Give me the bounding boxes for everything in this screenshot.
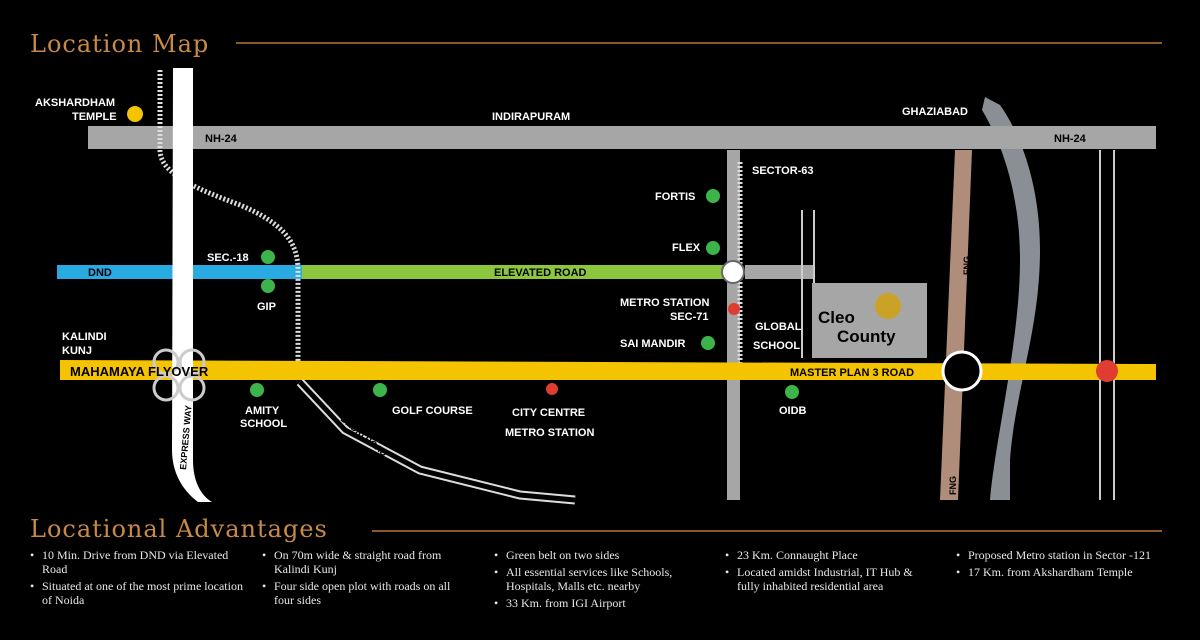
dadri-road-label: DADRI ROAD: [339, 414, 390, 459]
global-label-b: SCHOOL: [753, 340, 800, 352]
master-plan-label: MASTER PLAN 3 ROAD: [790, 367, 914, 379]
sec18-label: SEC.-18: [207, 252, 249, 264]
golf-poi-icon: [373, 383, 387, 397]
advantage-item: 17 Km. from Akshardham Temple: [956, 565, 1156, 579]
dnd-label: DND: [88, 267, 112, 279]
kalindi-kunj-interchange: [152, 348, 206, 402]
advantages-column-2: On 70m wide & straight road from Kalindi…: [262, 548, 472, 610]
advantage-item: All essential services like Schools, Hos…: [494, 565, 704, 593]
elevated-interchange-icon: [721, 260, 745, 284]
fng-label-bottom: FNG: [948, 476, 958, 495]
indirapuram-label: INDIRAPURAM: [492, 111, 570, 123]
metro-line: [157, 70, 743, 379]
cleo-county-logo-icon: [875, 293, 901, 319]
location-map-title: Location Map: [30, 30, 210, 58]
kalindi-label-b: KUNJ: [62, 345, 92, 357]
sai-mandir-poi-icon: [701, 336, 715, 350]
advantage-item: 23 Km. Connaught Place: [725, 548, 930, 562]
advantage-item: Located amidst Industrial, IT Hub & full…: [725, 565, 930, 593]
nh24-road: [88, 126, 1156, 149]
dadri-road: [296, 378, 576, 505]
advantages-column-4: 23 Km. Connaught Place Located amidst In…: [725, 548, 930, 596]
ghaziabad-label: GHAZIABAD: [902, 106, 968, 118]
metro71-label-a: METRO STATION: [620, 297, 709, 309]
advantage-item: On 70m wide & straight road from Kalindi…: [262, 548, 472, 576]
cleo-county-name-1: Cleo: [818, 308, 855, 327]
metro71-label-b: SEC-71: [670, 311, 709, 323]
elevated-road-label: ELEVATED ROAD: [494, 267, 587, 279]
advantages-column-3: Green belt on two sides All essential se…: [494, 548, 704, 613]
proposed-metro-icon: [1096, 360, 1118, 382]
gip-label: GIP: [257, 301, 276, 313]
elevated-road: [302, 265, 734, 279]
fng-interchange-icon: [941, 350, 983, 392]
advantages-column-5: Proposed Metro station in Sector -121 17…: [956, 548, 1156, 582]
oidb-poi-icon: [785, 385, 799, 399]
fortis-poi-icon: [706, 189, 720, 203]
city-centre-metro-icon: [546, 383, 558, 395]
nh24-label-right: NH-24: [1054, 133, 1087, 145]
advantages-divider: [372, 530, 1162, 532]
city-centre-label-a: CITY CENTRE: [512, 407, 585, 419]
cleo-county-block: [812, 283, 927, 358]
fortis-label: FORTIS: [655, 191, 695, 203]
cleo-county-name-2: County: [837, 327, 896, 346]
oidb-label: OIDB: [779, 405, 807, 417]
amity-label-a: AMITY: [245, 405, 280, 417]
mahamaya-flyover-road: [60, 360, 1156, 380]
flex-poi-icon: [706, 241, 720, 255]
advantages-column-1: 10 Min. Drive from DND via Elevated Road…: [30, 548, 250, 610]
sector63-label: SECTOR-63: [752, 165, 814, 177]
advantages-title: Locational Advantages: [30, 515, 328, 543]
temple-label: TEMPLE: [72, 111, 117, 123]
mahamaya-label: MAHAMAYA FLYOVER: [70, 364, 209, 379]
city-centre-label-b: METRO STATION: [505, 427, 594, 439]
golf-label: GOLF COURSE: [392, 405, 473, 417]
dadri-road-inner: [298, 380, 576, 503]
sector-71-road: [727, 150, 740, 500]
elevated-road-extension: [745, 265, 813, 279]
fng-road: [940, 150, 972, 500]
metro-sec71-icon: [728, 303, 740, 315]
kalindi-label-a: KALINDI: [62, 331, 107, 343]
advantage-item: Proposed Metro station in Sector -121: [956, 548, 1156, 562]
advantage-item: Situated at one of the most prime locati…: [30, 579, 250, 607]
flex-label: FLEX: [672, 242, 701, 254]
advantage-item: 10 Min. Drive from DND via Elevated Road: [30, 548, 250, 576]
river: [982, 97, 1040, 500]
advantage-item: Four side open plot with roads on all fo…: [262, 579, 472, 607]
amity-poi-icon: [250, 383, 264, 397]
global-label-a: GLOBAL: [755, 321, 802, 333]
akshardham-temple-icon: [127, 106, 143, 122]
akshardham-label: AKSHARDHAM: [35, 97, 115, 109]
fng-label-top: FNG: [962, 256, 972, 275]
gip-poi-icon: [261, 279, 275, 293]
advantage-item: Green belt on two sides: [494, 548, 704, 562]
sec18-poi-icon: [261, 250, 275, 264]
advantage-item: 33 Km. from IGI Airport: [494, 596, 704, 610]
amity-label-b: SCHOOL: [240, 418, 287, 430]
title-divider: [236, 42, 1162, 44]
sai-mandir-label: SAI MANDIR: [620, 338, 685, 350]
nh24-label-left: NH-24: [205, 133, 238, 145]
